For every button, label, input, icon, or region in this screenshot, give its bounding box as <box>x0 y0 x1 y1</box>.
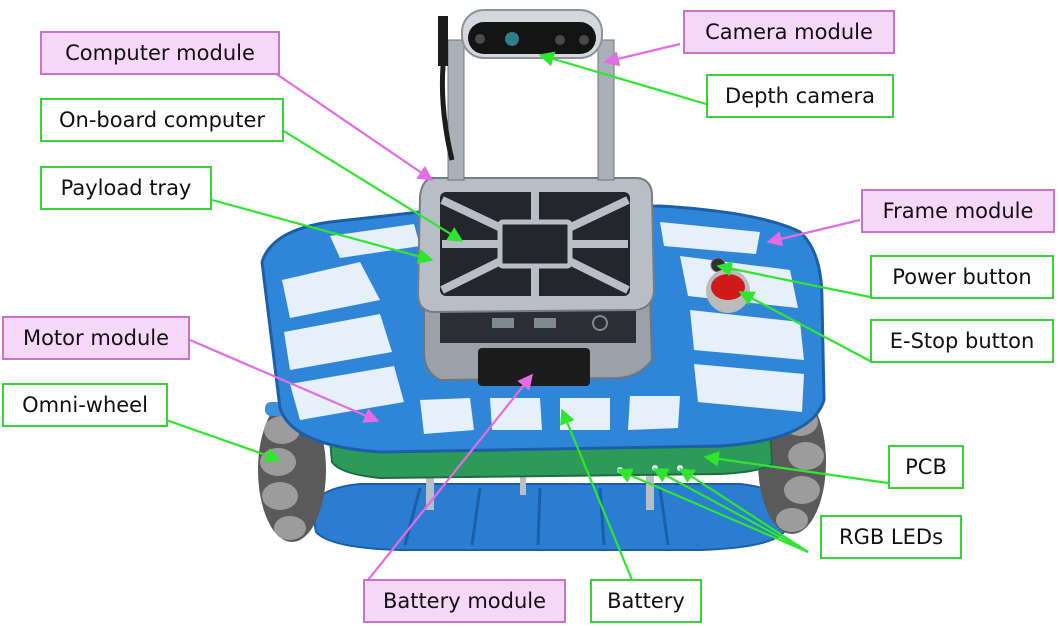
estop-button-label: E-Stop button <box>870 319 1054 363</box>
power-button-label: Power button <box>870 255 1054 299</box>
arrow-power-button <box>716 261 871 299</box>
payload-tray-center <box>497 219 573 269</box>
battery-pack <box>478 348 590 386</box>
frame-cutouts <box>282 222 804 434</box>
arrow-rgb-led-1 <box>616 468 809 554</box>
component-callout-arrows <box>165 51 889 581</box>
arrow-depth-camera <box>538 51 707 106</box>
arrow-estop-button <box>738 291 871 362</box>
omni-wheel-label: Omni-wheel <box>2 383 168 427</box>
arrow-payload-tray <box>211 198 434 264</box>
battery-tray-ribs <box>403 487 670 546</box>
usb-port <box>492 318 514 328</box>
camera-module-label: Camera module <box>683 10 895 54</box>
arrow-battery <box>560 408 634 581</box>
arrow-motor-module <box>189 338 380 423</box>
depth-camera-face <box>468 22 596 54</box>
motor-module-label: Motor module <box>2 316 190 360</box>
arrow-omni-wheel <box>165 418 282 463</box>
onboard-computer-label: On-board computer <box>40 98 284 142</box>
arrow-computer-module <box>274 72 434 181</box>
arrow-onboard-computer <box>281 129 464 242</box>
depth-camera-lenses <box>475 32 589 46</box>
battery-module-label: Battery module <box>363 579 566 623</box>
camera-mast <box>438 16 615 181</box>
depth-camera-label: Depth camera <box>706 74 894 118</box>
payload-tray-label: Payload tray <box>40 166 212 210</box>
arrow-camera-module <box>603 42 681 67</box>
pcb-label: PCB <box>888 445 964 489</box>
frame-module-label: Frame module <box>861 189 1055 233</box>
battery-label: Battery <box>590 579 702 623</box>
usb-port <box>534 318 556 328</box>
rgb-leds-label: RGB LEDs <box>820 515 962 559</box>
arrow-pcb <box>703 451 889 485</box>
arrow-frame-module <box>766 218 861 247</box>
estop-button-cap <box>711 274 745 300</box>
module-callout-arrows <box>189 42 861 581</box>
arrow-battery-module <box>367 373 533 581</box>
computer-module-label: Computer module <box>40 31 280 75</box>
computer-power-icon <box>592 315 608 331</box>
arrow-rgb-led-3 <box>678 468 809 553</box>
